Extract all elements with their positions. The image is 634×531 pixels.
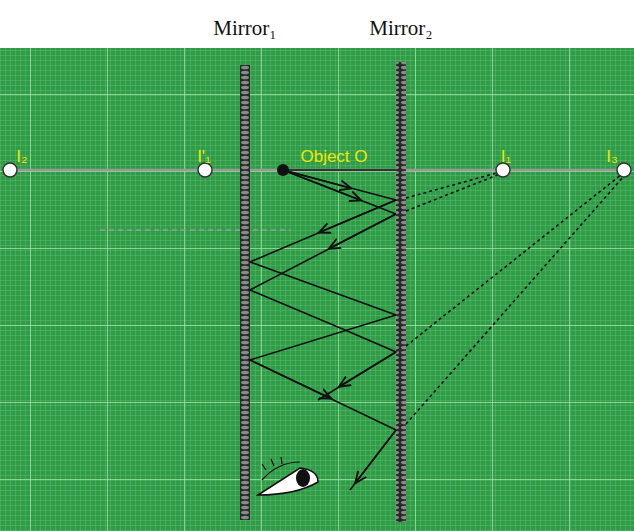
optical-axis xyxy=(10,169,624,172)
title-band xyxy=(0,0,634,48)
mirror-1 xyxy=(240,65,250,520)
virtual-rays xyxy=(406,172,624,424)
image-label: I'₁ xyxy=(197,148,211,165)
mirror-label: Mirror₁ xyxy=(213,18,276,39)
image-points xyxy=(3,163,631,177)
image-label: I₂ xyxy=(16,148,27,165)
object-label: Object O xyxy=(300,148,367,165)
image-label: I₁ xyxy=(501,148,511,165)
mirror-2 xyxy=(396,62,406,522)
image-label: I₃ xyxy=(606,148,618,165)
eye-symbol xyxy=(258,457,318,495)
object-dot xyxy=(277,164,289,176)
dashed-guide xyxy=(100,229,290,231)
light-rays xyxy=(250,170,396,490)
mirror-label: Mirror₂ xyxy=(369,18,432,39)
